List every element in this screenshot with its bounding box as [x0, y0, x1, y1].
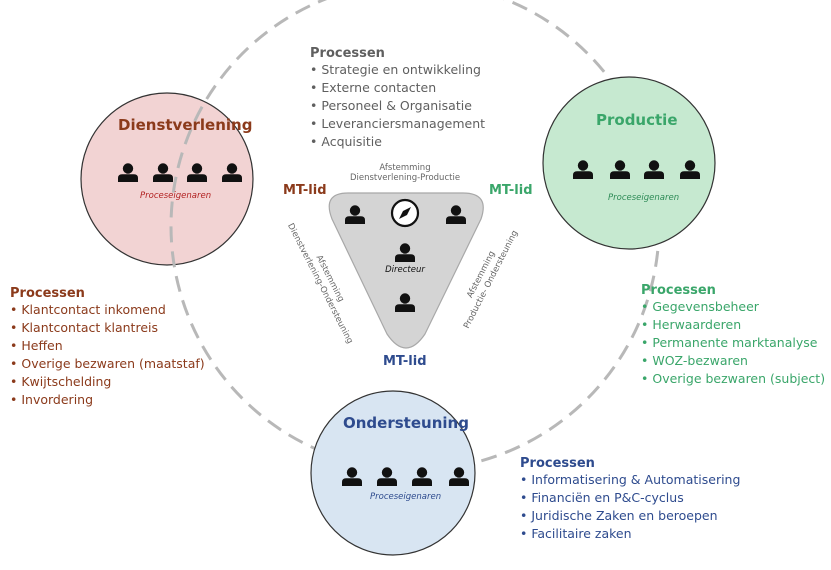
- afstemming-dp-line1: Afstemming: [379, 163, 431, 173]
- list-item: Kwijtschelding: [10, 373, 205, 391]
- list-item: Heffen: [10, 337, 205, 355]
- list-item: Invordering: [10, 391, 205, 409]
- list-item: Permanente marktanalyse: [641, 334, 825, 352]
- list-item: Herwaarderen: [641, 316, 825, 334]
- ondersteuning-caption: Proceseigenaren: [370, 492, 442, 502]
- list-item: WOZ-bezwaren: [641, 352, 825, 370]
- list-item: Informatisering & Automatisering: [520, 471, 740, 489]
- productie-processes-list: Gegevensbeheer Herwaarderen Permanente m…: [641, 298, 825, 388]
- list-item: Financiën en P&C-cyclus: [520, 489, 740, 507]
- dienstverlening-processes-title: Processen: [10, 286, 85, 301]
- compass-icon: [390, 198, 420, 228]
- ondersteuning-processes: Processen Informatisering & Automatiseri…: [520, 456, 740, 543]
- dienstverlening-caption: Proceseigenaren: [140, 191, 212, 201]
- list-item: Overige bezwaren (subject): [641, 370, 825, 388]
- productie-processes-title: Processen: [641, 283, 716, 298]
- list-item: Gegevensbeheer: [641, 298, 825, 316]
- afstemming-dp-label: Afstemming Dienstverlening-Productie: [350, 163, 460, 183]
- productie-circle: [542, 76, 716, 250]
- mt-lid-bottom: MT-lid: [383, 354, 427, 369]
- list-item: Facilitaire zaken: [520, 525, 740, 543]
- center-processes-list: Strategie en ontwikkeling Externe contac…: [310, 61, 485, 151]
- productie-caption: Proceseigenaren: [608, 193, 680, 203]
- center-processes-title: Processen: [310, 46, 385, 61]
- directeur-triangle: [328, 192, 484, 349]
- ondersteuning-processes-title: Processen: [520, 456, 595, 471]
- list-item: Acquisitie: [310, 133, 485, 151]
- ondersteuning-processes-list: Informatisering & Automatisering Financi…: [520, 471, 740, 543]
- center-processes: Processen Strategie en ontwikkeling Exte…: [310, 46, 485, 151]
- afstemming-dp-line2: Dienstverlening-Productie: [349, 173, 461, 183]
- list-item: Externe contacten: [310, 79, 485, 97]
- dienstverlening-processes-list: Klantcontact inkomend Klantcontact klant…: [10, 301, 205, 409]
- afstemming-po-line2: Productie- Ondersteuning: [462, 229, 520, 330]
- list-item: Personeel & Organisatie: [310, 97, 485, 115]
- ondersteuning-title: Ondersteuning: [343, 414, 469, 432]
- list-item: Klantcontact inkomend: [10, 301, 205, 319]
- dienstverlening-title: Dienstverlening: [118, 116, 253, 134]
- list-item: Strategie en ontwikkeling: [310, 61, 485, 79]
- productie-title: Productie: [596, 111, 678, 129]
- ondersteuning-circle: [310, 390, 476, 556]
- mt-lid-left: MT-lid: [283, 183, 327, 198]
- list-item: Juridische Zaken en beroepen: [520, 507, 740, 525]
- mt-lid-right: MT-lid: [489, 183, 533, 198]
- productie-processes: Processen Gegevensbeheer Herwaarderen Pe…: [641, 283, 825, 388]
- list-item: Klantcontact klantreis: [10, 319, 205, 337]
- directeur-label: Directeur: [385, 265, 425, 275]
- dienstverlening-processes: Processen Klantcontact inkomend Klantcon…: [10, 286, 205, 409]
- list-item: Leveranciersmanagement: [310, 115, 485, 133]
- list-item: Overige bezwaren (maatstaf): [10, 355, 204, 373]
